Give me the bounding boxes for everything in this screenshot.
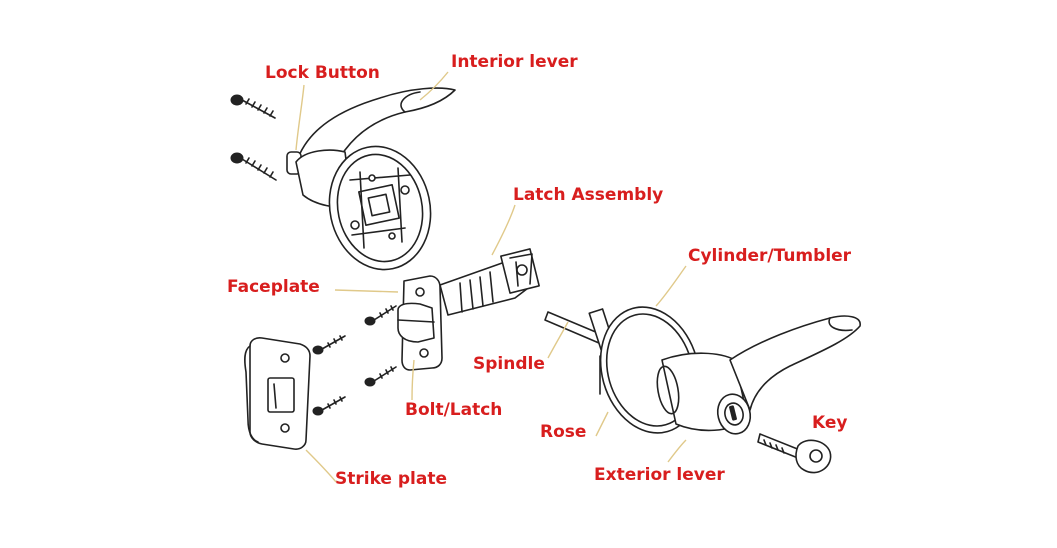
key-part — [757, 433, 832, 474]
label-rose: Rose — [540, 422, 586, 442]
faceplate-screw-lower — [364, 366, 397, 387]
bolt-latch-part — [397, 302, 435, 343]
label-faceplate: Faceplate — [227, 277, 320, 297]
interior-screw-lower — [230, 152, 277, 181]
label-lock-button: Lock Button — [265, 63, 380, 83]
strike-screw-upper — [312, 335, 346, 355]
leader-lines — [295, 71, 687, 483]
label-cylinder-tumbler: Cylinder/Tumbler — [688, 246, 852, 266]
strike-plate-part — [244, 337, 311, 450]
label-interior-lever: Interior lever — [451, 52, 578, 72]
latch-assembly-part — [439, 248, 540, 316]
faceplate-screw-upper — [364, 305, 397, 326]
strike-screw-lower — [312, 396, 346, 416]
label-bolt-latch: Bolt/Latch — [405, 400, 502, 420]
interior-lever-part — [286, 87, 456, 271]
interior-screw-upper — [230, 94, 276, 119]
label-latch-assembly: Latch Assembly — [513, 185, 663, 205]
label-key: Key — [812, 413, 848, 433]
exterior-lever-part — [656, 315, 861, 435]
label-exterior-lever: Exterior lever — [594, 465, 725, 485]
label-spindle: Spindle — [473, 354, 545, 374]
label-strike-plate: Strike plate — [335, 469, 447, 489]
